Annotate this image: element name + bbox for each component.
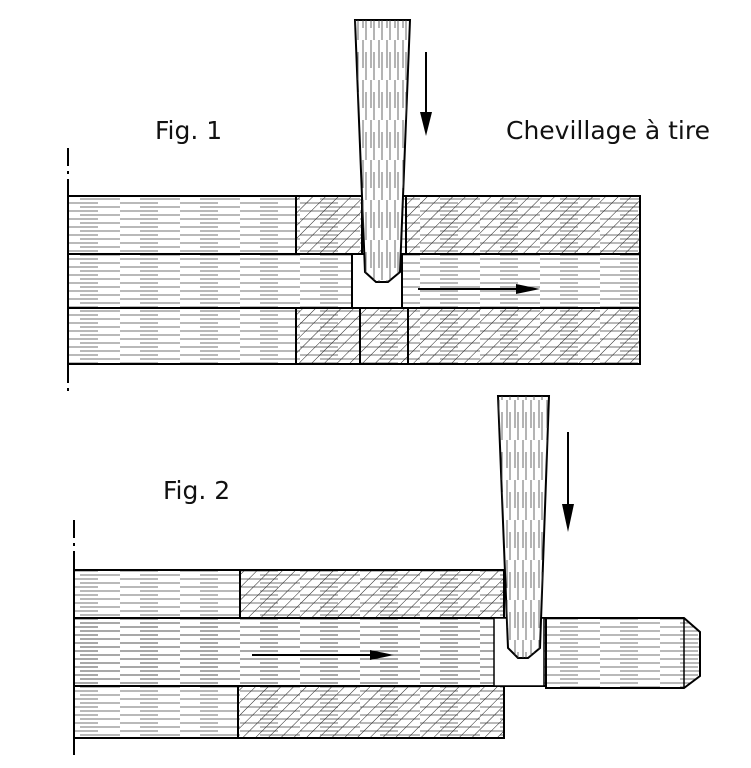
fig2-tenon-end [545,617,701,689]
fig1-lower-cheek-left [295,307,361,365]
fig2-pull-arrow-head [370,650,394,660]
fig1-upper-cheek-left [295,195,363,255]
fig1-drawing [67,19,641,395]
fig2-lower-cheek [237,685,505,739]
fig2-drawing [73,395,701,760]
diagram-title: Chevillage à tire [506,116,710,145]
fig1-pull-arrow-head [516,284,540,294]
fig2-caption: Fig. 2 [163,476,231,505]
fig2-down-arrow-head [562,504,574,532]
fig1-down-arrow-head [420,112,432,136]
fig1-lower-cheek-right [407,307,641,365]
fig2-upper-cheek [239,569,505,619]
fig2-tenon-body [73,617,547,687]
fig1-lower-cheek-mid [359,307,409,365]
fig1-upper-cheek-right [405,195,641,255]
fig1-caption: Fig. 1 [155,116,223,145]
